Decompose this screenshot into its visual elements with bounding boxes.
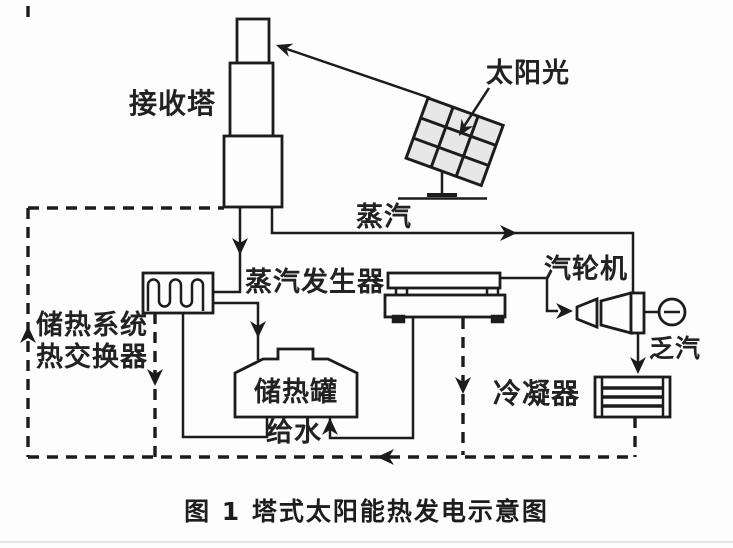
flow-arrowheads [20,43,646,465]
generator [644,297,687,327]
label-storage-tank: 储热罐 [254,377,338,408]
sg-to-turbine-pipe [500,276,558,313]
coil-to-tank-pipe [214,301,260,360]
steam-generator [383,271,507,324]
heliostat-mirror [398,96,506,200]
coil-feedwater-pipe [181,313,269,439]
tower-to-coil-pipe [214,207,242,294]
sun-ray-arrow [459,87,491,132]
label-sunlight: 太阳光 [486,58,570,89]
label-heat-exchanger: 热交换器 [36,342,148,373]
figure-caption: 图 1 塔式太阳能热发电示意图 [184,497,549,526]
label-receiver-tower: 接收塔 [129,87,217,120]
label-steam: 蒸汽 [356,202,412,233]
reflected-ray-arrow [280,45,431,100]
label-heat-storage-system: 储热系统 [36,310,148,341]
receiver-tower [222,17,284,209]
condenser [593,375,672,419]
label-exhaust-steam: 乏汽 [649,334,702,363]
coil-heat-exchanger [141,271,215,315]
label-turbine: 汽轮机 [544,254,628,285]
label-steam-generator: 蒸汽发生器 [245,267,385,298]
label-feed-water: 给水 [266,417,322,448]
label-condenser: 冷凝器 [493,377,581,410]
steam-pipe [270,207,635,294]
storage-tank [233,347,359,419]
bottom-divider [0,541,733,543]
turbine [575,291,646,335]
